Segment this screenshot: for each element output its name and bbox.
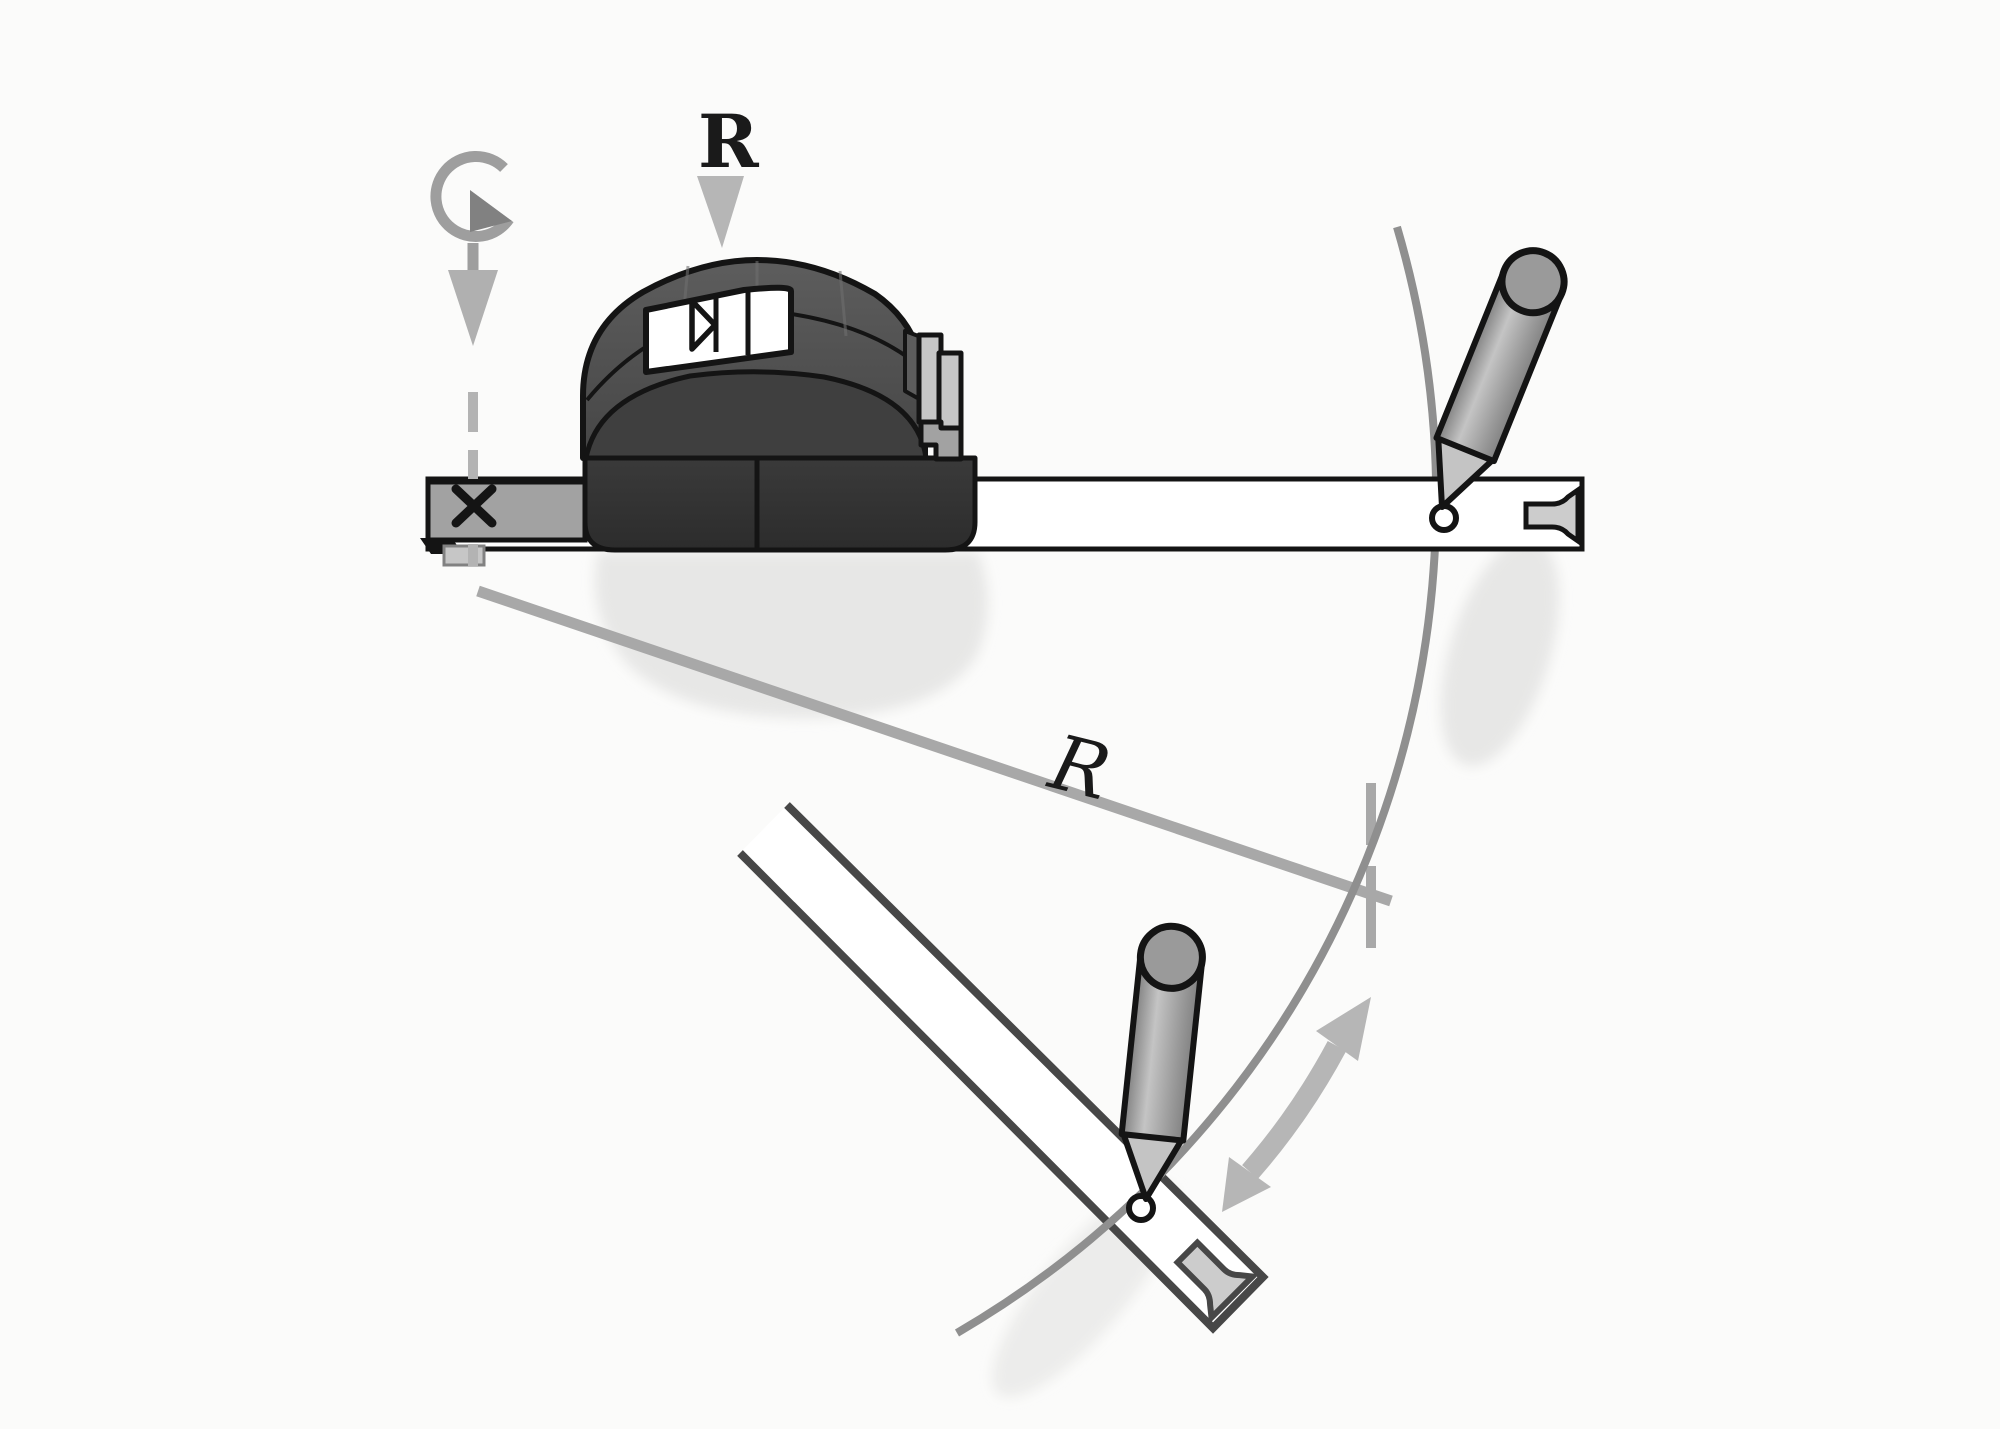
pivot-hole-lower: [1126, 1193, 1156, 1223]
down-arrow-icon: [448, 270, 498, 346]
belt-clip-plate-2: [936, 350, 964, 431]
body-base: [582, 455, 978, 553]
rotation-icon: [430, 151, 514, 242]
pencil-lower-cap: [1136, 922, 1206, 992]
radius-pointer-icon: [697, 176, 744, 248]
center-mark-x-icon: [451, 484, 497, 528]
tape-slot-icon-main: [1523, 485, 1581, 546]
body-window-triangle-icon: [689, 298, 718, 352]
tape-blade-rotated-outline: [737, 802, 1269, 1334]
body-shadow: [594, 552, 988, 718]
pencil-lower: [1118, 922, 1206, 1202]
radius-line: [476, 585, 1393, 907]
belt-clip-step: [918, 419, 964, 462]
body-front-arch: [583, 369, 929, 461]
pivot-hole-right: [1429, 503, 1459, 533]
pencil-right-shadow: [1441, 538, 1559, 766]
radius-label-top: R: [698, 99, 760, 185]
scribed-arc: [954, 225, 1441, 1337]
pivot-annotation: [430, 151, 514, 566]
cast-shadows: [594, 538, 1559, 1397]
pencil-right-cap: [1498, 247, 1568, 317]
rotation-icon-head: [470, 190, 512, 232]
tape-slot-icon: [1173, 1238, 1260, 1325]
pencil-right: [1433, 247, 1568, 510]
tape-end-hook-plate: [425, 479, 588, 543]
double-arrow-icon: [1222, 997, 1371, 1212]
tape-measure-body: [580, 257, 978, 553]
